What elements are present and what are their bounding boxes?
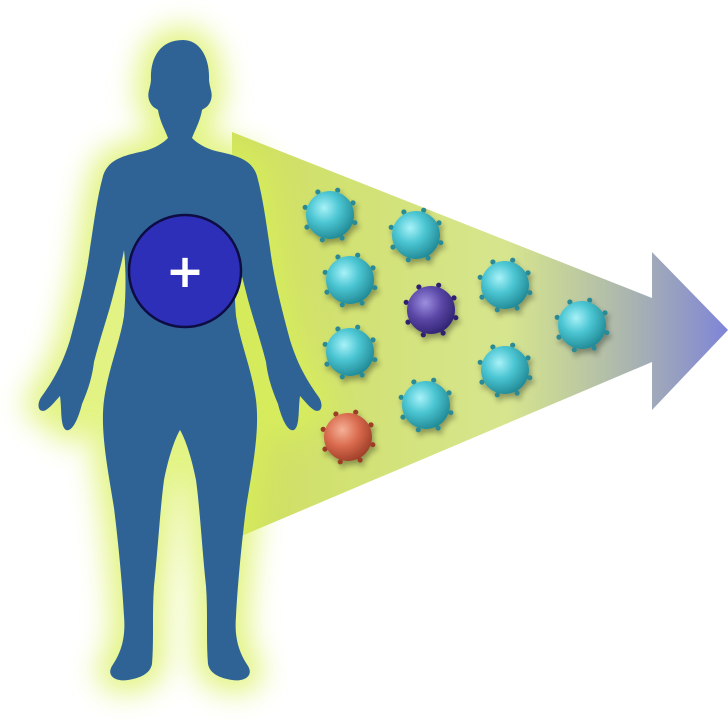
- badge-symbol: +: [166, 244, 205, 298]
- cell-body: [481, 346, 529, 394]
- cell-body: [481, 261, 529, 309]
- cell-body: [306, 191, 354, 239]
- cell-body: [392, 211, 440, 259]
- cell-body: [407, 286, 455, 334]
- human-figure: [39, 40, 322, 680]
- cell-body: [326, 328, 374, 376]
- figure-silhouette: [39, 40, 322, 680]
- plus-badge: +: [129, 215, 241, 327]
- cell-body: [326, 256, 374, 304]
- arrow: [232, 132, 728, 540]
- arrow-shape: [232, 132, 728, 540]
- cell-body: [558, 301, 606, 349]
- cell-body: [402, 381, 450, 429]
- cell-body: [324, 413, 372, 461]
